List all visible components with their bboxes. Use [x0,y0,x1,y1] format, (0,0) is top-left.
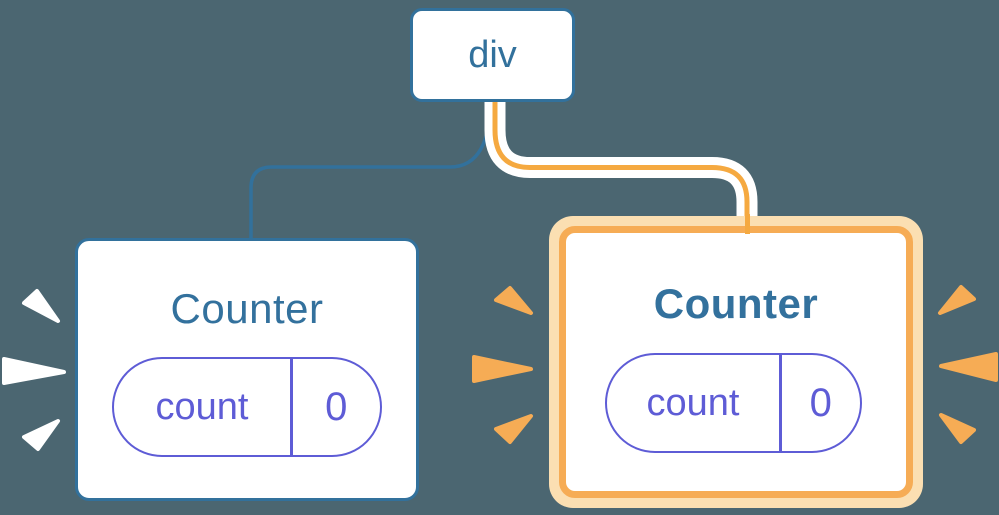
right-card-sparks-right [938,285,998,444]
spark-icon [2,357,66,385]
spark-icon [472,355,533,383]
state-value: 0 [325,385,348,429]
root-node-label: div [468,34,517,76]
left-card-sparks [2,289,66,451]
connector-line-left [249,103,492,240]
component-title: Counter [170,285,324,332]
state-pill: count 0 [112,357,382,457]
spark-icon [938,285,976,315]
root-node: div [410,8,575,102]
state-key-label: count [155,386,249,428]
spark-icon [939,352,998,382]
right-card-sparks-left [472,286,533,444]
counter-card-left: Counter count 0 [75,238,419,501]
counter-card-right-highlight-ring: Counter count 0 [549,216,923,508]
connector-line-right-orange [492,98,750,238]
pill-divider [779,355,782,451]
connector-line-right-orange-cap [744,214,750,234]
spark-icon [22,419,60,451]
pill-divider [290,359,293,455]
state-key-label: count [646,382,740,424]
state-value: 0 [809,381,832,425]
spark-icon [939,413,976,444]
spark-icon [494,286,533,315]
component-title: Counter [653,280,819,327]
spark-icon [494,414,533,444]
counter-card-right: Counter count 0 [559,226,913,498]
state-pill: count 0 [605,353,862,453]
spark-icon [22,289,60,323]
